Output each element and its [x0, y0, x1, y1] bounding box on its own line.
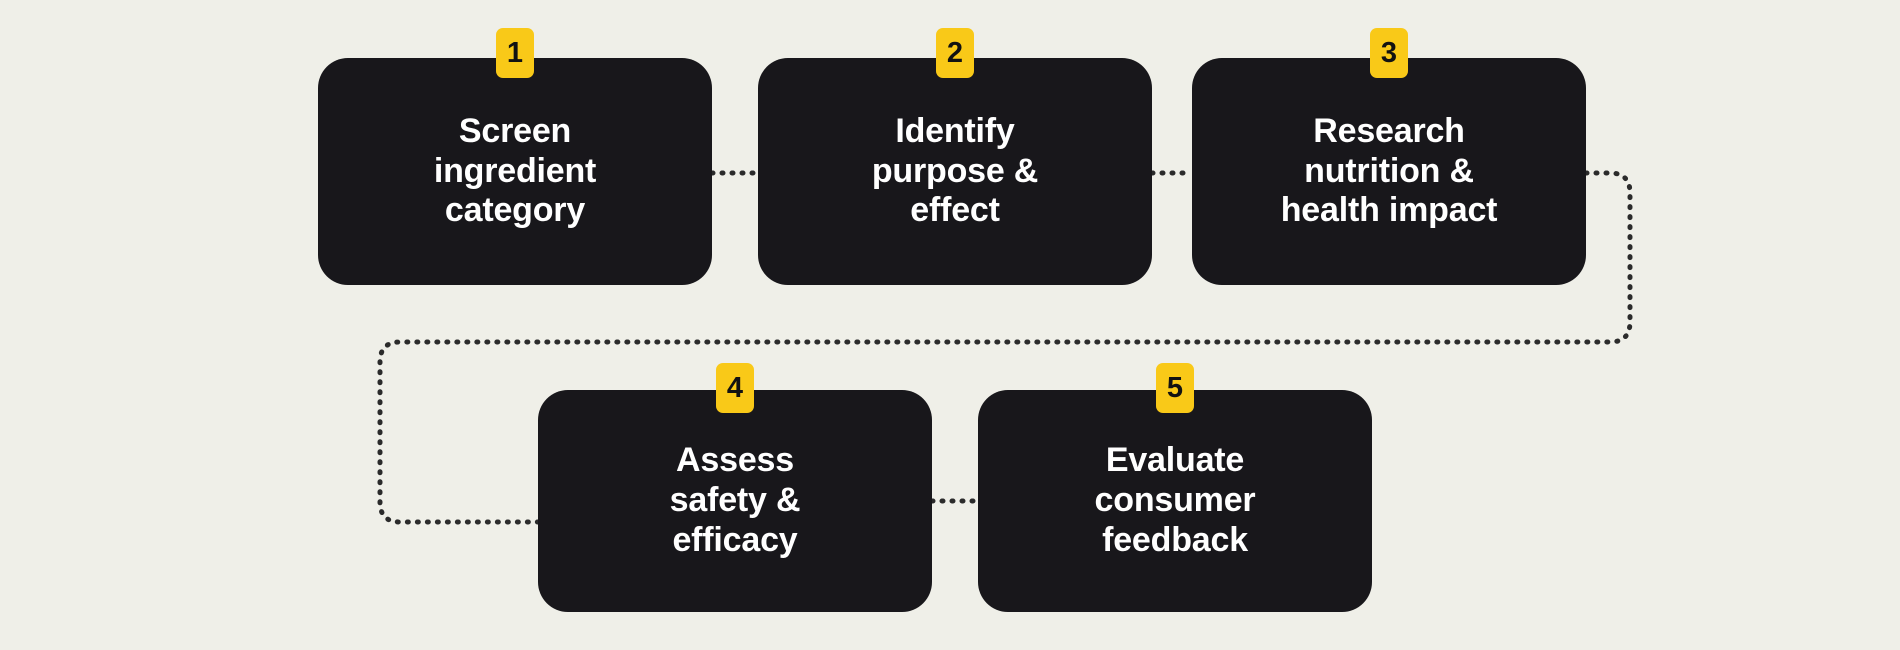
step-badge-4: 4 — [716, 363, 754, 413]
step-badge-1: 1 — [496, 28, 534, 78]
step-card-2-label: Identify purpose & effect — [871, 111, 1039, 230]
step-badge-2: 2 — [936, 28, 974, 78]
step-card-5[interactable]: Evaluate consumer feedback — [978, 390, 1372, 612]
step-card-4[interactable]: Assess safety & efficacy — [538, 390, 932, 612]
step-card-1-label: Screen ingredient category — [433, 111, 597, 230]
step-card-3-label: Research nutrition & health impact — [1280, 111, 1498, 230]
step-card-5-label: Evaluate consumer feedback — [1094, 441, 1256, 559]
step-badge-5: 5 — [1156, 363, 1194, 413]
step-card-4-label: Assess safety & efficacy — [669, 441, 801, 559]
step-card-2[interactable]: Identify purpose & effect — [758, 58, 1152, 285]
step-card-1[interactable]: Screen ingredient category — [318, 58, 712, 285]
step-badge-3: 3 — [1370, 28, 1408, 78]
step-card-3[interactable]: Research nutrition & health impact — [1192, 58, 1586, 285]
